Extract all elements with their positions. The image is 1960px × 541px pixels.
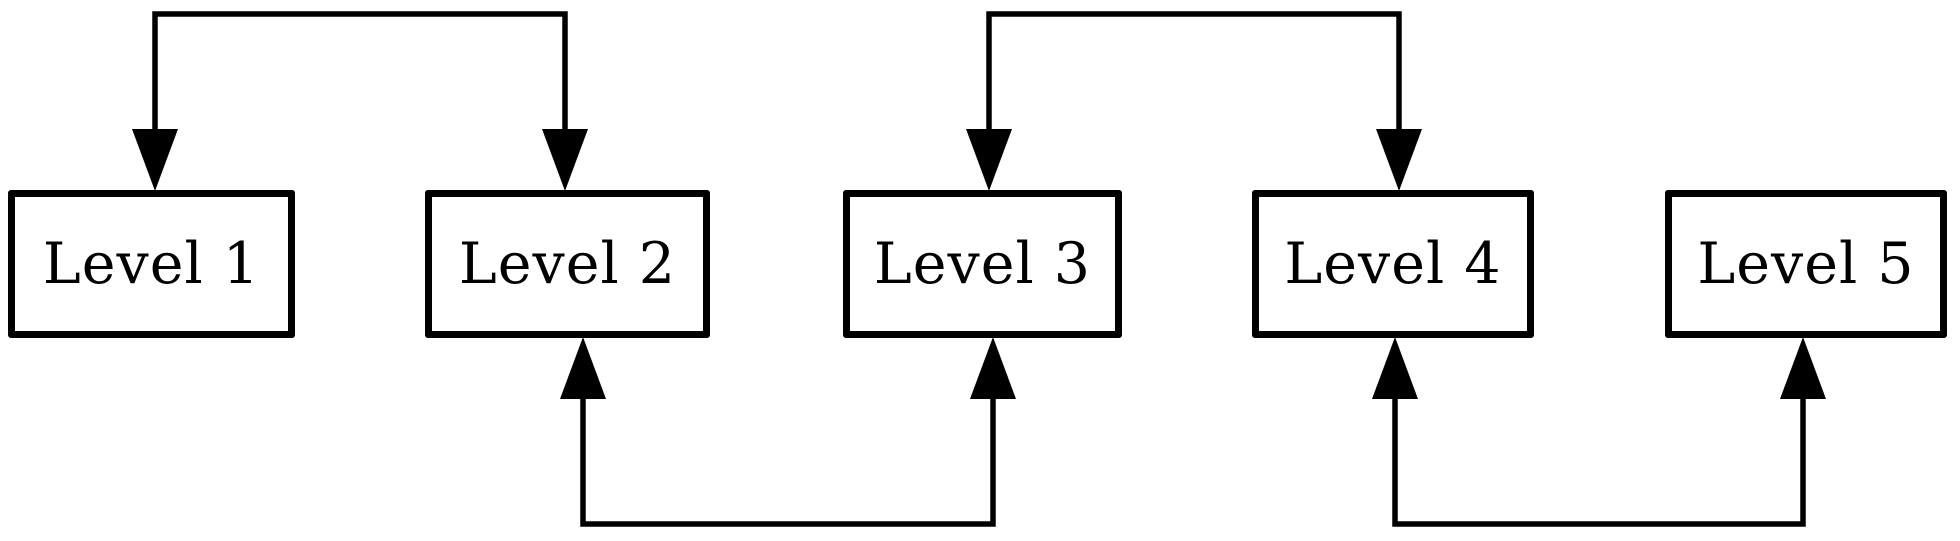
- connector-bottom-bracket-1: [560, 337, 1016, 527]
- node-level-1-label: Level 1: [42, 231, 261, 297]
- arrowhead-down-into-level-3: [966, 129, 1012, 191]
- arrowhead-up-into-level-4: [1372, 337, 1418, 399]
- connector-top-bracket-1: [132, 11, 588, 191]
- connector-bottom-bracket-1-rail: [580, 396, 996, 527]
- connector-top-bracket-2: [966, 11, 1422, 191]
- node-level-5-label: Level 5: [1697, 231, 1915, 297]
- node-level-3-label: Level 3: [873, 231, 1092, 297]
- connector-bottom-bracket-2-rail: [1392, 396, 1806, 527]
- node-level-1: Level 1: [8, 190, 295, 338]
- connector-top-bracket-2-rail: [986, 11, 1402, 134]
- arrowhead-down-into-level-1: [132, 129, 178, 191]
- node-level-5: Level 5: [1665, 190, 1947, 338]
- arrowhead-down-into-level-4: [1376, 129, 1422, 191]
- arrowhead-up-into-level-2: [560, 337, 606, 399]
- node-level-4-label: Level 4: [1284, 231, 1502, 297]
- node-level-2-label: Level 2: [458, 231, 677, 297]
- connector-bottom-bracket-2: [1372, 337, 1826, 527]
- arrowhead-up-into-level-5: [1780, 337, 1826, 399]
- node-level-2: Level 2: [425, 190, 710, 338]
- node-level-4: Level 4: [1252, 190, 1534, 338]
- connector-top-bracket-1-rail: [152, 11, 568, 134]
- arrowhead-down-into-level-2: [542, 129, 588, 191]
- node-level-3: Level 3: [843, 190, 1122, 338]
- arrowhead-up-into-level-3: [970, 337, 1016, 399]
